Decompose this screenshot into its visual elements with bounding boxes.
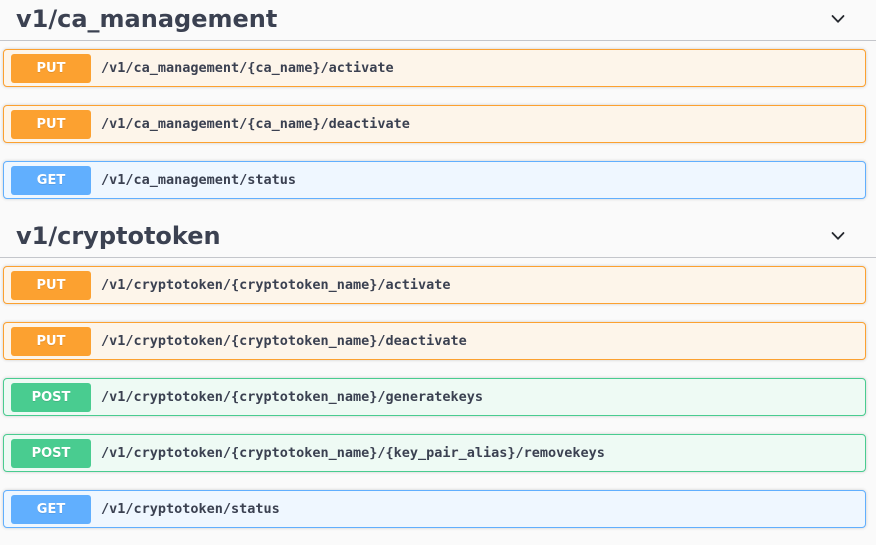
operation-path: /v1/cryptotoken/status	[101, 501, 280, 517]
tag-section: v1/ca_management PUT /v1/ca_management/{…	[0, 0, 876, 199]
operation-path: /v1/cryptotoken/{cryptotoken_name}/deact…	[101, 333, 467, 349]
chevron-down-icon	[831, 15, 845, 23]
method-badge: PUT	[11, 109, 91, 139]
operation-path: /v1/cryptotoken/{cryptotoken_name}/activ…	[101, 277, 451, 293]
operation-path: /v1/cryptotoken/{cryptotoken_name}/{key_…	[101, 445, 605, 461]
operation-row[interactable]: POST /v1/cryptotoken/{cryptotoken_name}/…	[3, 434, 866, 472]
method-badge: GET	[11, 165, 91, 195]
method-badge: POST	[11, 438, 91, 468]
operation-row[interactable]: PUT /v1/ca_management/{ca_name}/activate	[3, 49, 866, 87]
method-badge: POST	[11, 382, 91, 412]
operation-row[interactable]: PUT /v1/cryptotoken/{cryptotoken_name}/a…	[3, 266, 866, 304]
tag-sections: v1/ca_management PUT /v1/ca_management/{…	[0, 0, 876, 528]
operation-row[interactable]: POST /v1/cryptotoken/{cryptotoken_name}/…	[3, 378, 866, 416]
operation-row[interactable]: PUT /v1/ca_management/{ca_name}/deactiva…	[3, 105, 866, 143]
swagger-api-list: v1/ca_management PUT /v1/ca_management/{…	[0, 0, 876, 528]
collapse-toggle-button[interactable]	[828, 9, 848, 29]
chevron-down-icon	[831, 232, 845, 240]
section-title: v1/cryptotoken	[16, 222, 221, 250]
operation-row[interactable]: GET /v1/cryptotoken/status	[3, 490, 866, 528]
operations: PUT /v1/cryptotoken/{cryptotoken_name}/a…	[0, 258, 876, 528]
method-badge: GET	[11, 494, 91, 524]
operations: PUT /v1/ca_management/{ca_name}/activate…	[0, 41, 876, 199]
method-badge: PUT	[11, 326, 91, 356]
tag-section: v1/cryptotoken PUT /v1/cryptotoken/{cryp…	[0, 217, 876, 528]
operation-path: /v1/cryptotoken/{cryptotoken_name}/gener…	[101, 389, 484, 405]
method-badge: PUT	[11, 53, 91, 83]
tag-section-header[interactable]: v1/cryptotoken	[0, 217, 876, 258]
operation-row[interactable]: PUT /v1/cryptotoken/{cryptotoken_name}/d…	[3, 322, 866, 360]
method-badge: PUT	[11, 270, 91, 300]
operation-row[interactable]: GET /v1/ca_management/status	[3, 161, 866, 199]
collapse-toggle-button[interactable]	[828, 226, 848, 246]
section-title: v1/ca_management	[16, 5, 278, 33]
operation-path: /v1/ca_management/status	[101, 172, 297, 188]
operation-path: /v1/ca_management/{ca_name}/activate	[101, 60, 394, 76]
tag-section-header[interactable]: v1/ca_management	[0, 0, 876, 41]
operation-path: /v1/ca_management/{ca_name}/deactivate	[101, 116, 410, 132]
